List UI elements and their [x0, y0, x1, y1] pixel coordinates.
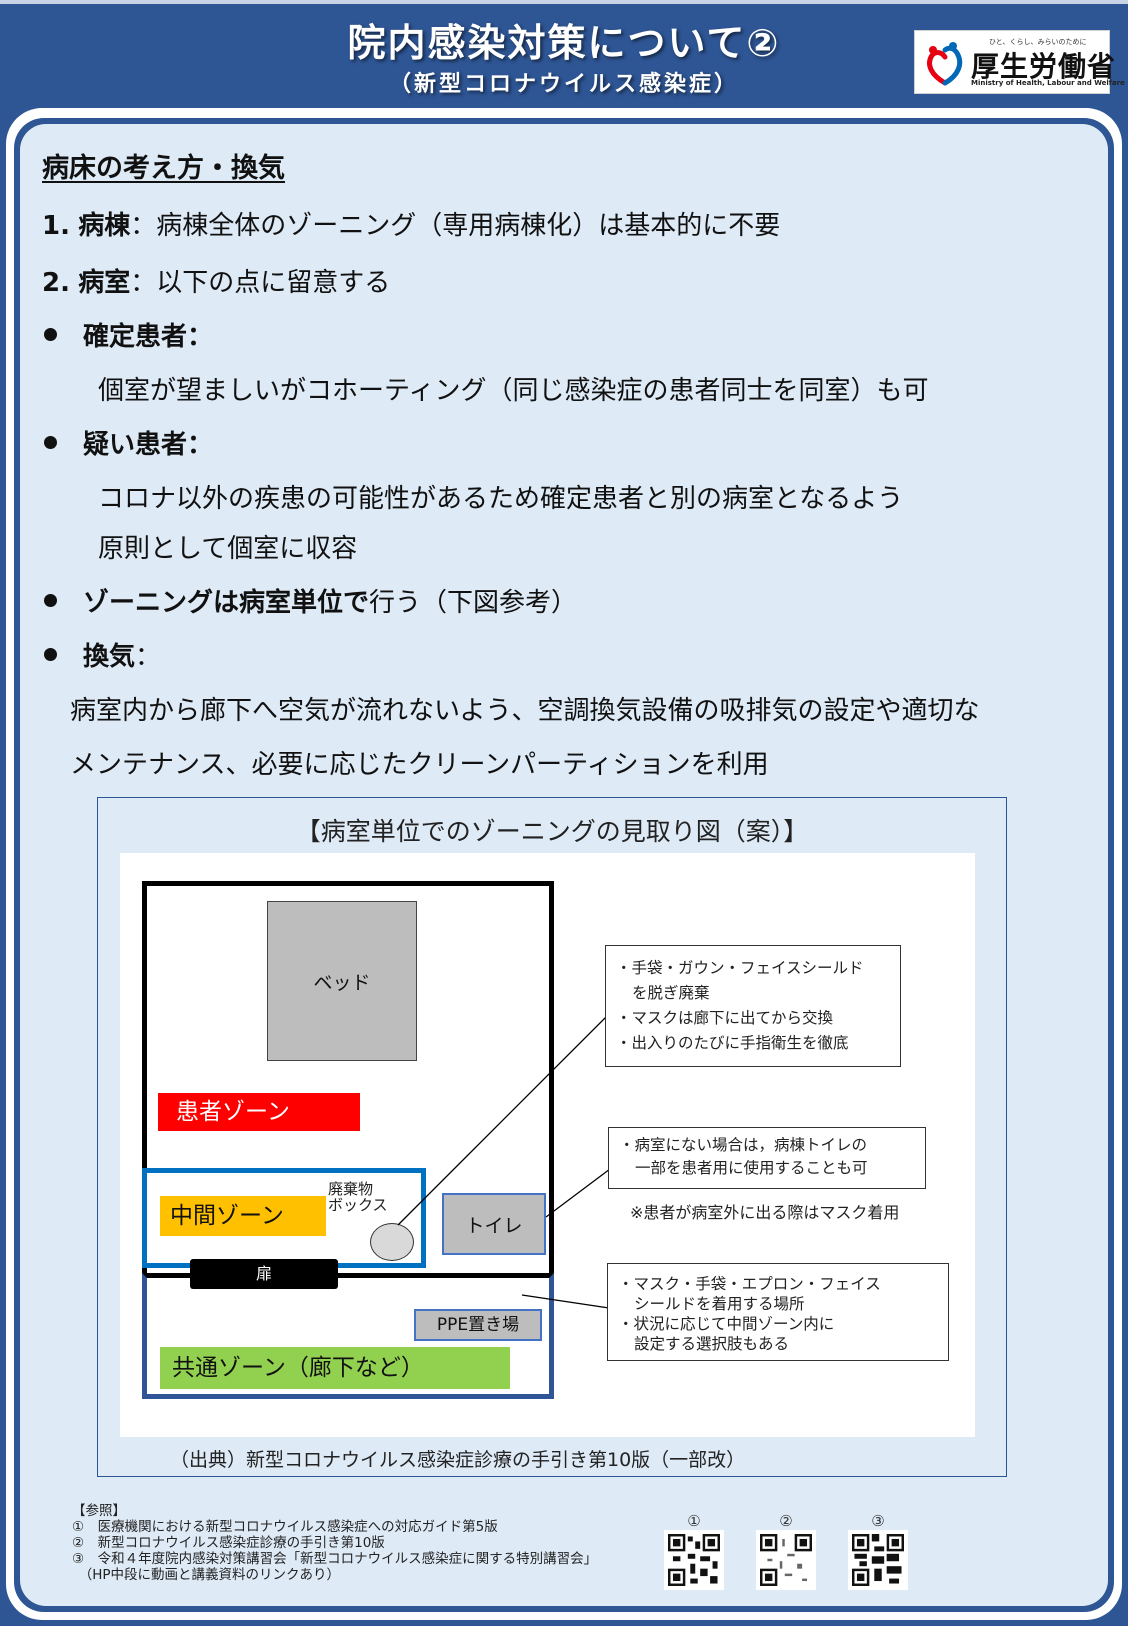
- toilet: トイレ: [442, 1193, 546, 1255]
- qr-pattern: [852, 1534, 904, 1586]
- middle-zone-label: 中間ゾーン: [160, 1196, 326, 1236]
- logo-name: 厚生労働省: [971, 50, 1117, 83]
- callout-line: ・マスク・手袋・エプロン・フェイス: [618, 1275, 881, 1293]
- door: 扉: [190, 1259, 338, 1289]
- callout-ppe: ・マスク・手袋・エプロン・フェイス シールドを着用する場所 ・状況に応じて中間ゾ…: [607, 1263, 949, 1361]
- bullet-suffix: ：: [135, 642, 162, 672]
- item-text: 病棟全体のゾーニング（専用病棟化）は基本的に不要: [156, 211, 781, 241]
- waste-label-line: ボックス: [328, 1196, 388, 1214]
- reference-item: ① 医療機関における新型コロナウイルス感染症への対応ガイド第5版: [72, 1519, 498, 1535]
- bullet-icon: [44, 594, 57, 607]
- item-text: 以下の点に留意する: [156, 268, 391, 298]
- qr-number: ②: [779, 1512, 793, 1530]
- qr-number: ①: [687, 1512, 701, 1530]
- item-separator: ：: [130, 268, 157, 298]
- item-ward: 1. 病棟：病棟全体のゾーニング（専用病棟化）は基本的に不要: [42, 205, 780, 242]
- callout-line: を脱ぎ廃棄: [632, 984, 710, 1002]
- qr-pattern: [668, 1534, 720, 1586]
- callout-line: ・出入りのたびに手指衛生を徹底: [616, 1034, 849, 1052]
- logo-tagline: ひと、くらし、みらいのために: [989, 38, 1087, 46]
- common-zone-label: 共通ゾーン（廊下など）: [160, 1347, 510, 1389]
- bullet-text: メンテナンス、必要に応じたクリーンパーティションを利用: [70, 750, 769, 780]
- bullet-confirmed: 確定患者：: [44, 316, 213, 353]
- callout-line: ・病室にない場合は，病棟トイレの: [619, 1136, 868, 1154]
- bullet-text: 原則として個室に収容: [98, 534, 358, 564]
- qr-number: ③: [871, 1512, 885, 1530]
- qr-code-icon[interactable]: [848, 1530, 908, 1590]
- toilet-note: ※患者が病室外に出る際はマスク着用: [630, 1203, 900, 1222]
- bullet-suffix: 行う（下図参考）: [369, 588, 578, 618]
- bullet-zoning: ゾーニングは病室単位で行う（下図参考）: [44, 582, 577, 619]
- page-subtitle: （新型コロナウイルス感染症）: [388, 72, 739, 97]
- qr-code-icon[interactable]: [756, 1530, 816, 1590]
- item-number: 1.: [42, 211, 70, 241]
- callout-waste: ・手袋・ガウン・フェイスシールド を脱ぎ廃棄 ・マスクは廊下に出てから交換 ・出…: [605, 945, 901, 1067]
- bullet-label: ゾーニングは病室単位で: [83, 588, 370, 618]
- item-label: 病棟: [78, 211, 131, 241]
- reference-item: ③ 令和４年度院内感染対策講習会「新型コロナウイルス感染症に関する特別講習会」: [72, 1551, 598, 1567]
- reference-item: ② 新型コロナウイルス感染症診療の手引き第10版: [72, 1535, 385, 1551]
- callout-line: 設定する選択肢もある: [634, 1335, 790, 1353]
- page-title: 院内感染対策について②: [347, 21, 781, 65]
- references: 【参照】 ① 医療機関における新型コロナウイルス感染症への対応ガイド第5版 ② …: [72, 1503, 597, 1583]
- references-heading: 【参照】: [72, 1503, 126, 1519]
- item-number: 2.: [42, 268, 70, 298]
- callout-line: 一部を患者用に使用することも可: [635, 1159, 868, 1177]
- callout-line: ・マスクは廊下に出てから交換: [616, 1009, 834, 1027]
- qr-code-1[interactable]: ①: [664, 1512, 724, 1590]
- zoning-figure: 【病室単位でのゾーニングの見取り図（案）】 ベッド 患者ゾーン 中間ゾーン 廃棄…: [97, 797, 1007, 1477]
- bullet-icon: [44, 648, 57, 661]
- top-edge: [0, 0, 1128, 4]
- bullet-text: 個室が望ましいがコホーティング（同じ感染症の患者同士を同室）も可: [98, 376, 929, 406]
- callout-line: ・状況に応じて中間ゾーン内に: [618, 1315, 835, 1333]
- bullet-label: 確定患者：: [83, 322, 214, 352]
- section-title: 病床の考え方・換気: [42, 153, 285, 184]
- qr-pattern: [760, 1534, 812, 1586]
- bullet-text: コロナ以外の疾患の可能性があるため確定患者と別の病室となるよう: [98, 484, 904, 514]
- qr-code-2[interactable]: ②: [756, 1512, 816, 1590]
- ppe-station: PPE置き場: [414, 1309, 542, 1341]
- waste-label-line: 廃棄物: [328, 1180, 374, 1198]
- callout-toilet: ・病室にない場合は，病棟トイレの 一部を患者用に使用することも可: [608, 1127, 926, 1189]
- item-separator: ：: [130, 211, 157, 241]
- bullet-suspected: 疑い患者：: [44, 424, 213, 461]
- mhlw-logo[interactable]: ひと、くらし、みらいのために 厚生労働省 Ministry of Health,…: [914, 30, 1125, 94]
- qr-code-3[interactable]: ③: [848, 1512, 908, 1590]
- patient-zone-label: 患者ゾーン: [158, 1093, 360, 1131]
- figure-source: （出典）新型コロナウイルス感染症診療の手引き第10版（一部改）: [170, 1449, 746, 1471]
- bullet-icon: [44, 328, 57, 341]
- mhlw-logo-mark-icon: [927, 42, 963, 86]
- bullet-icon: [44, 436, 57, 449]
- floor-plan: ベッド 患者ゾーン 中間ゾーン 廃棄物 ボックス トイレ 扉 PPE置き場 共通…: [120, 853, 975, 1437]
- logo-english: Ministry of Health, Labour and Welfare: [971, 79, 1125, 87]
- reference-item: （HP中段に動画と講義資料のリンクあり）: [72, 1567, 341, 1583]
- callout-line: ・手袋・ガウン・フェイスシールド: [616, 959, 864, 977]
- item-label: 病室: [78, 268, 131, 298]
- bullet-text: 病室内から廊下へ空気が流れないよう、空調換気設備の吸排気の設定や適切な: [70, 696, 980, 726]
- qr-code-icon[interactable]: [664, 1530, 724, 1590]
- bullet-ventilation: 換気：: [44, 636, 161, 673]
- bullet-label: 換気: [83, 642, 136, 672]
- waste-box-label: 廃棄物 ボックス: [328, 1181, 388, 1213]
- bed: ベッド: [267, 901, 417, 1061]
- waste-box-icon: [370, 1223, 414, 1261]
- callout-line: シールドを着用する場所: [634, 1295, 805, 1313]
- bullet-label: 疑い患者：: [83, 430, 214, 460]
- item-room: 2. 病室：以下の点に留意する: [42, 262, 390, 299]
- figure-title: 【病室単位でのゾーニングの見取り図（案）】: [295, 817, 809, 846]
